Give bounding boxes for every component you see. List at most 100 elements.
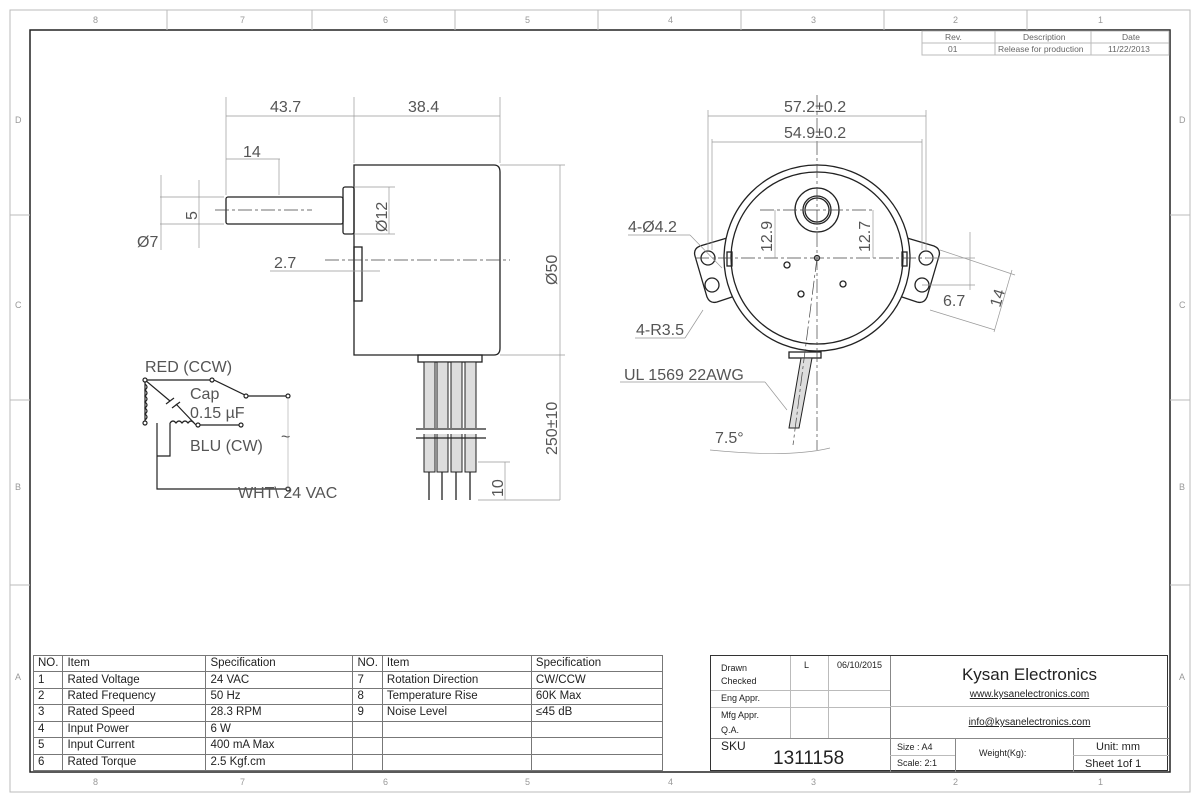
revision-block: Rev. Description Date 01 Release for pro…	[921, 30, 1170, 56]
cell	[352, 720, 383, 739]
dim-wire-angle: 7.5°	[715, 430, 744, 447]
dim-radius: 4-R3.5	[636, 322, 684, 339]
cell: 1	[32, 671, 64, 689]
checked-label: Checked	[721, 676, 757, 686]
right-ear	[898, 237, 941, 304]
wire-wht-label: WHT\ 24 VAC	[238, 485, 337, 502]
zone-col: 5	[525, 777, 530, 787]
size-label: Size : A4	[897, 742, 933, 752]
dim-5: 5	[184, 211, 201, 220]
drawn-date: 06/10/2015	[837, 660, 883, 670]
drawn-label: Drawn	[721, 663, 748, 673]
zone-col: 7	[240, 15, 245, 25]
cell: 8	[352, 687, 383, 706]
zone-labels: 8 7 6 5 4 3 2 1 8 7 6 5 4 3 2 1 D C B A …	[10, 10, 1190, 787]
title-block: Drawn L 06/10/2015 Checked Eng Appr. Mfg…	[710, 655, 1169, 772]
cell: 6 W	[205, 720, 354, 739]
scale-label: Scale: 2:1	[897, 758, 938, 768]
description-header: Description	[1023, 32, 1066, 42]
dim-38-4: 38.4	[408, 99, 439, 116]
wire-spec: UL 1569 22AWG	[624, 367, 744, 384]
zone-col: 4	[668, 15, 673, 25]
outer-frame	[9, 9, 1191, 793]
header-item: Item	[62, 654, 207, 673]
dim-boss-dia: Ø12	[374, 202, 391, 232]
zone-col: 3	[811, 15, 816, 25]
dim-14-ear: 14	[988, 287, 1009, 309]
zone-row: D	[1179, 115, 1186, 125]
zone-row: B	[1179, 482, 1185, 492]
zone-row: C	[15, 300, 22, 310]
sku-value: 1311158	[773, 748, 845, 769]
cell: 24 VAC	[205, 671, 354, 689]
cell: 6	[32, 753, 64, 772]
ac-symbol: ~	[281, 429, 290, 446]
cell	[352, 753, 383, 772]
zone-col: 1	[1098, 777, 1103, 787]
cell: 9	[352, 704, 383, 722]
sheet-label: Sheet 1of 1	[1085, 758, 1142, 770]
cell: 28.3 RPM	[205, 704, 354, 722]
dim-strip-length: 10	[490, 479, 507, 497]
header-spec: Specification	[530, 654, 664, 673]
dim-2-7: 2.7	[274, 255, 296, 272]
drawing-border	[29, 29, 1171, 773]
zone-row: A	[1179, 672, 1185, 682]
zone-row: B	[15, 482, 21, 492]
header-no: NO.	[32, 654, 64, 673]
cell: Noise Level	[381, 704, 532, 722]
dim-12-7: 12.7	[857, 221, 874, 252]
dim-lead-length: 250±10	[544, 402, 561, 455]
dim-43-7: 43.7	[270, 99, 301, 116]
cell	[530, 737, 664, 755]
lead-wires	[416, 361, 486, 500]
cell: 400 mA Max	[205, 737, 354, 755]
website-link[interactable]: www.kysanelectronics.com	[969, 689, 1090, 700]
dim-body-dia: Ø50	[544, 255, 561, 285]
zone-row: C	[1179, 300, 1186, 310]
cap-label: Cap	[190, 386, 219, 403]
rev-date: 11/22/2013	[1108, 44, 1150, 54]
side-view: 43.7 38.4 14 Ø7 5 Ø12 2.7 Ø50 250±10 10	[137, 97, 565, 501]
front-view: 57.2±0.2 54.9±0.2 4-Ø4.2 4-R3.5 12.9 12.…	[620, 95, 1016, 454]
unit-label: Unit: mm	[1096, 741, 1140, 753]
cell: 3	[32, 704, 64, 722]
rev-value: 01	[948, 44, 958, 54]
cell: Rated Voltage	[62, 671, 207, 689]
zone-col: 8	[93, 15, 98, 25]
drawn-by: L	[804, 660, 810, 670]
email-link[interactable]: info@kysanelectronics.com	[968, 717, 1091, 728]
dim-6-7: 6.7	[943, 293, 965, 310]
spec-table: NO. Item Specification NO. Item Specific…	[32, 654, 664, 772]
sku-label: SKU	[721, 739, 746, 753]
zone-col: 6	[383, 15, 388, 25]
zone-col: 2	[953, 15, 958, 25]
header-item: Item	[381, 654, 532, 673]
cell	[381, 720, 532, 739]
cell: 7	[352, 671, 383, 689]
cell	[381, 737, 532, 755]
zone-row: A	[15, 672, 21, 682]
cell: Input Power	[62, 720, 207, 739]
shaft	[225, 196, 344, 225]
zone-col: 4	[668, 777, 673, 787]
zone-col: 3	[811, 777, 816, 787]
boss	[342, 186, 355, 235]
motor-body	[353, 164, 501, 356]
date-header: Date	[1122, 32, 1140, 42]
cell: Input Current	[62, 737, 207, 755]
wiring-diagram: RED (CCW) Cap 0.15 µF BLU (CW) WHT\ 24 V…	[142, 359, 337, 502]
cap-value: 0.15 µF	[190, 405, 245, 422]
cell: ≤45 dB	[530, 704, 664, 722]
dim-12-9: 12.9	[759, 221, 776, 252]
cell	[381, 753, 532, 772]
cell: Temperature Rise	[381, 687, 532, 706]
dim-mount-outer: 57.2±0.2	[784, 99, 846, 116]
cell: 4	[32, 720, 64, 739]
wire-red-label: RED (CCW)	[145, 359, 232, 376]
